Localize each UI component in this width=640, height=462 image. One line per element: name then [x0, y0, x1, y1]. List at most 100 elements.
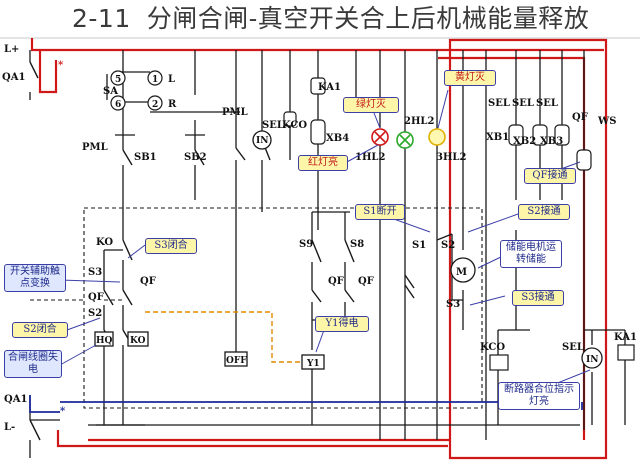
- ka1-coil-icon: [310, 77, 326, 95]
- in-lamp-label: IN: [256, 136, 268, 146]
- sel-bottom-label: SEL: [562, 342, 584, 353]
- sb2-label: SB2: [184, 152, 207, 163]
- indicator-lamps: [371, 128, 446, 149]
- contact-2-label: 2: [152, 100, 158, 110]
- qf-top-label: QF: [572, 112, 588, 123]
- yellow-lamp-icon: [428, 128, 446, 146]
- off-coil-icon: [224, 351, 248, 367]
- callout-motor-energy-storage: 储能电机运转储能: [500, 240, 562, 268]
- callout-s2-on: S2接通: [518, 204, 570, 220]
- pml-right-label: PML: [222, 107, 248, 118]
- contact-1-label: 1: [152, 75, 158, 85]
- ka1-bottom-label: KA1: [614, 332, 637, 343]
- ko-2-label: KO: [130, 336, 146, 346]
- hq-label: HQ: [96, 336, 113, 346]
- xb4-link-icon: [310, 119, 326, 145]
- xb2-link-icon: [532, 124, 548, 146]
- y1-coil-icon: [301, 354, 325, 370]
- rail-negative-label: L-: [4, 422, 15, 433]
- kco-bottom-label: KCO: [480, 342, 505, 353]
- callout-closing-coil-deenergized: 合闸线圈失电: [4, 350, 62, 378]
- dashed-enclosures: [30, 207, 483, 409]
- figure-number: 2-11: [72, 4, 131, 33]
- in-lamp-bottom-icon: [581, 347, 603, 369]
- xb4-label: XB4: [326, 133, 349, 144]
- ka1-top-label: KA1: [318, 82, 341, 93]
- callout-s1-open: S1断开: [355, 204, 405, 220]
- contact-2-circle: [147, 95, 163, 111]
- wiring: [29, 50, 626, 458]
- s8-label: S8: [350, 239, 364, 250]
- contact-6-circle: [110, 95, 126, 111]
- svg-text:*: *: [60, 406, 66, 417]
- energized-path: [30, 38, 608, 460]
- xb1-link-icon: [508, 124, 524, 146]
- sel-1-label: SEL: [262, 120, 284, 131]
- hl1-label: 1HL2: [355, 152, 385, 163]
- callout-green-lamp-off: 绿灯灭: [343, 97, 399, 113]
- qa1-top-label: QA1: [2, 72, 25, 83]
- contact-r-label: R: [168, 99, 177, 110]
- callout-y1-energized: Y1得电: [315, 316, 369, 332]
- in-lamp-icon: [252, 130, 272, 150]
- s3-mid-label: S3: [446, 299, 460, 310]
- kco-label: KCO: [282, 120, 307, 131]
- figure-title: 分闸合闸-真空开关合上后机械能量释放: [146, 4, 590, 33]
- callout-red-lamp-on: 红灯亮: [298, 155, 348, 171]
- xb2-label: XB2: [513, 136, 536, 147]
- contact-6-label: 6: [115, 100, 121, 110]
- sel-b-label: SEL: [512, 98, 534, 109]
- qf-mid-2-label: QF: [358, 276, 374, 287]
- off-label: OFF: [226, 356, 247, 366]
- y1-signal-path: [145, 311, 302, 363]
- hl2-label: 2HL2: [404, 116, 434, 127]
- motor-label: M: [456, 267, 467, 278]
- kco-fuse-icon: [283, 111, 297, 127]
- callout-s3-on: S3接通: [512, 290, 564, 306]
- callout-yellow-lamp-off: 黄灯灭: [444, 70, 496, 86]
- contact-1-circle: [147, 70, 163, 86]
- sb1-label: SB1: [134, 152, 157, 163]
- s2-left-label: S2: [88, 308, 102, 319]
- qf-left-2-label: QF: [140, 276, 156, 287]
- contact-l-label: L: [168, 74, 175, 85]
- callout-aux-contact-change: 开关辅助触点变换: [4, 264, 66, 292]
- ko-coil-icon: [127, 331, 149, 347]
- qf-link-icon: [576, 149, 592, 171]
- ko-1-label: KO: [96, 237, 113, 248]
- rail-positive-label: L+: [4, 44, 19, 55]
- xb1-label: XB1: [486, 132, 509, 143]
- page-title: 2-11 分闸合闸-真空开关合上后机械能量释放: [72, 2, 589, 36]
- motor-icon: [450, 257, 476, 283]
- qf-left-1-label: QF: [88, 292, 104, 303]
- closing-path: [29, 395, 583, 413]
- s1-label: S1: [412, 240, 426, 251]
- s3-left-label: S3: [88, 267, 102, 278]
- ka1-relay-icon: [617, 344, 635, 361]
- qa1-bottom-switch-icon: *: [29, 406, 66, 441]
- svg-text:*: *: [58, 60, 64, 71]
- s9-label: S9: [299, 239, 313, 250]
- pml-left-label: PML: [82, 142, 108, 153]
- hq-coil-icon: [94, 331, 114, 347]
- sel-a-label: SEL: [488, 98, 510, 109]
- qa1-top-switch-icon: *: [29, 60, 64, 79]
- sel-c-label: SEL: [536, 98, 558, 109]
- callout-s3-close: S3闭合: [145, 238, 197, 254]
- s2-mid-label: S2: [441, 240, 455, 251]
- kco-relay-icon: [489, 354, 509, 371]
- xb3-link-icon: [554, 124, 570, 146]
- contact-5-circle: [110, 70, 126, 86]
- callout-qf-on: QF接通: [524, 168, 576, 184]
- qf-mid-1-label: QF: [328, 276, 344, 287]
- sa-contact-circles: [110, 70, 163, 111]
- in-bottom-label: IN: [586, 355, 598, 365]
- hl3-label: 3HL2: [436, 152, 466, 163]
- contact-5-label: 5: [115, 75, 121, 85]
- ws-label: WS: [597, 116, 616, 127]
- xb3-label: XB3: [540, 136, 563, 147]
- y1-label: Y1: [306, 359, 320, 369]
- callout-closed-position-indicator: 断路器合位指示灯亮: [498, 382, 580, 410]
- sa-label: SA: [103, 86, 118, 97]
